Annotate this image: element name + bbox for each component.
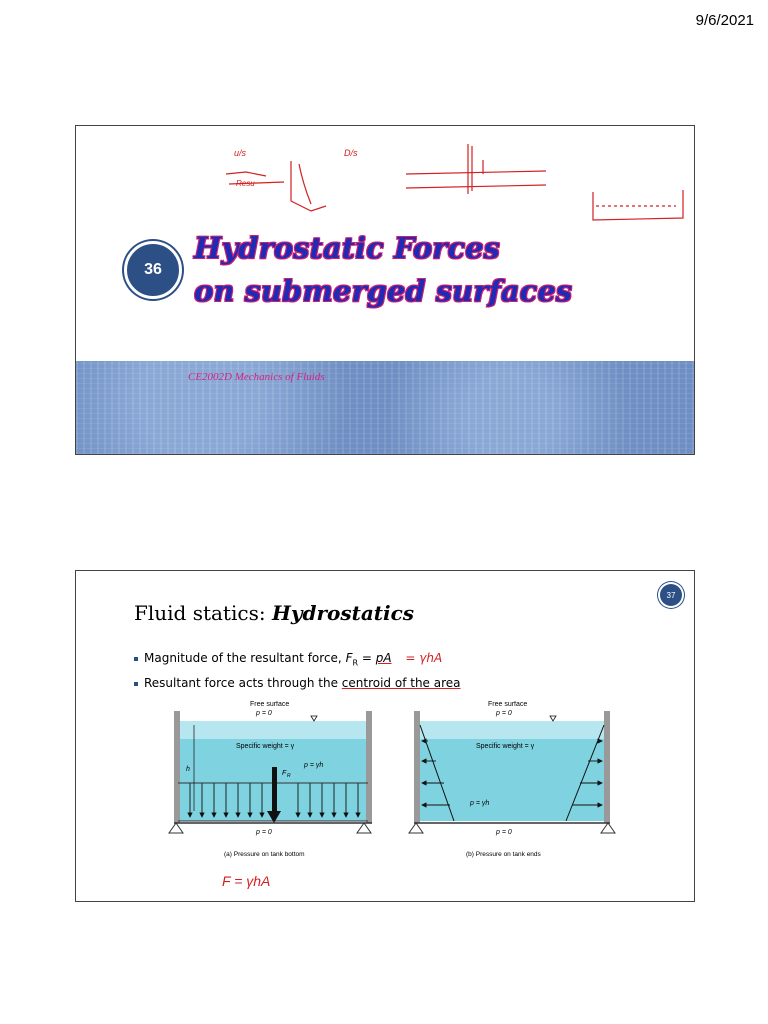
title-line-1: Hydrostatic Forces (194, 231, 500, 265)
bullet-item-2: Resultant force acts through the centroi… (134, 676, 461, 690)
title-line-2: on submerged surfaces (194, 274, 573, 308)
p-zero-top-b: p = 0 (495, 710, 512, 717)
p-zero-bottom-a: p = 0 (255, 829, 272, 836)
decorative-band (76, 361, 694, 454)
slide-37: 37 Fluid statics: Hydrostatics Magnitude… (75, 570, 695, 902)
p-zero-top-a: p = 0 (255, 710, 272, 717)
specific-weight-a: Specific weight = γ (236, 743, 295, 750)
caption-a: (a) Pressure on tank bottom (224, 851, 305, 858)
annotation-ds: D/s (344, 148, 358, 158)
handwritten-formula: = γhA (405, 651, 443, 665)
p-gamma-h-b: p = γh (469, 800, 489, 807)
pressure-diagram: h Free surface p = 0 Specific weight = γ… (168, 701, 616, 889)
tank-b: Free surface p = 0 Specific weight = γ p… (408, 701, 616, 858)
caption-b: (b) Pressure on tank ends (466, 851, 542, 858)
p-gamma-h-a: p = γh (303, 762, 323, 769)
heading-italic: Hydrostatics (271, 601, 415, 625)
course-name: CE2002D Mechanics of Fluids (188, 371, 325, 383)
slide-36: u/s D/s Resu 36 Hydrostatic Forces on su… (75, 125, 695, 455)
specific-weight-b: Specific weight = γ (476, 743, 535, 750)
fr-sub: R (287, 773, 291, 779)
slide-number-badge: 36 (124, 241, 182, 299)
slide-heading: Fluid statics: Hydrostatics (134, 601, 414, 625)
annotation-us: u/s (234, 148, 247, 158)
bullet-list: Magnitude of the resultant force, FR = p… (134, 651, 461, 699)
bullet-item-1: Magnitude of the resultant force, FR = p… (134, 651, 461, 667)
h-label: h (186, 766, 190, 773)
p-zero-bottom-b: p = 0 (495, 829, 512, 836)
free-surface-label-a: Free surface (250, 701, 289, 708)
fr-label: F (282, 770, 287, 777)
tank-a: h Free surface p = 0 Specific weight = γ… (168, 701, 372, 889)
handwritten-fr-formula: F = γhA (222, 873, 270, 889)
bullet-square-icon (134, 656, 138, 661)
page-date: 9/6/2021 (695, 12, 754, 29)
bullet-square-icon (134, 681, 138, 686)
free-surface-label-b: Free surface (488, 701, 527, 708)
slide-title: Hydrostatic Forces on submerged surfaces (194, 227, 572, 313)
annotation-resultant: Resu (236, 179, 255, 188)
slide-number-badge: 37 (660, 584, 682, 606)
heading-plain: Fluid statics: (134, 601, 272, 625)
